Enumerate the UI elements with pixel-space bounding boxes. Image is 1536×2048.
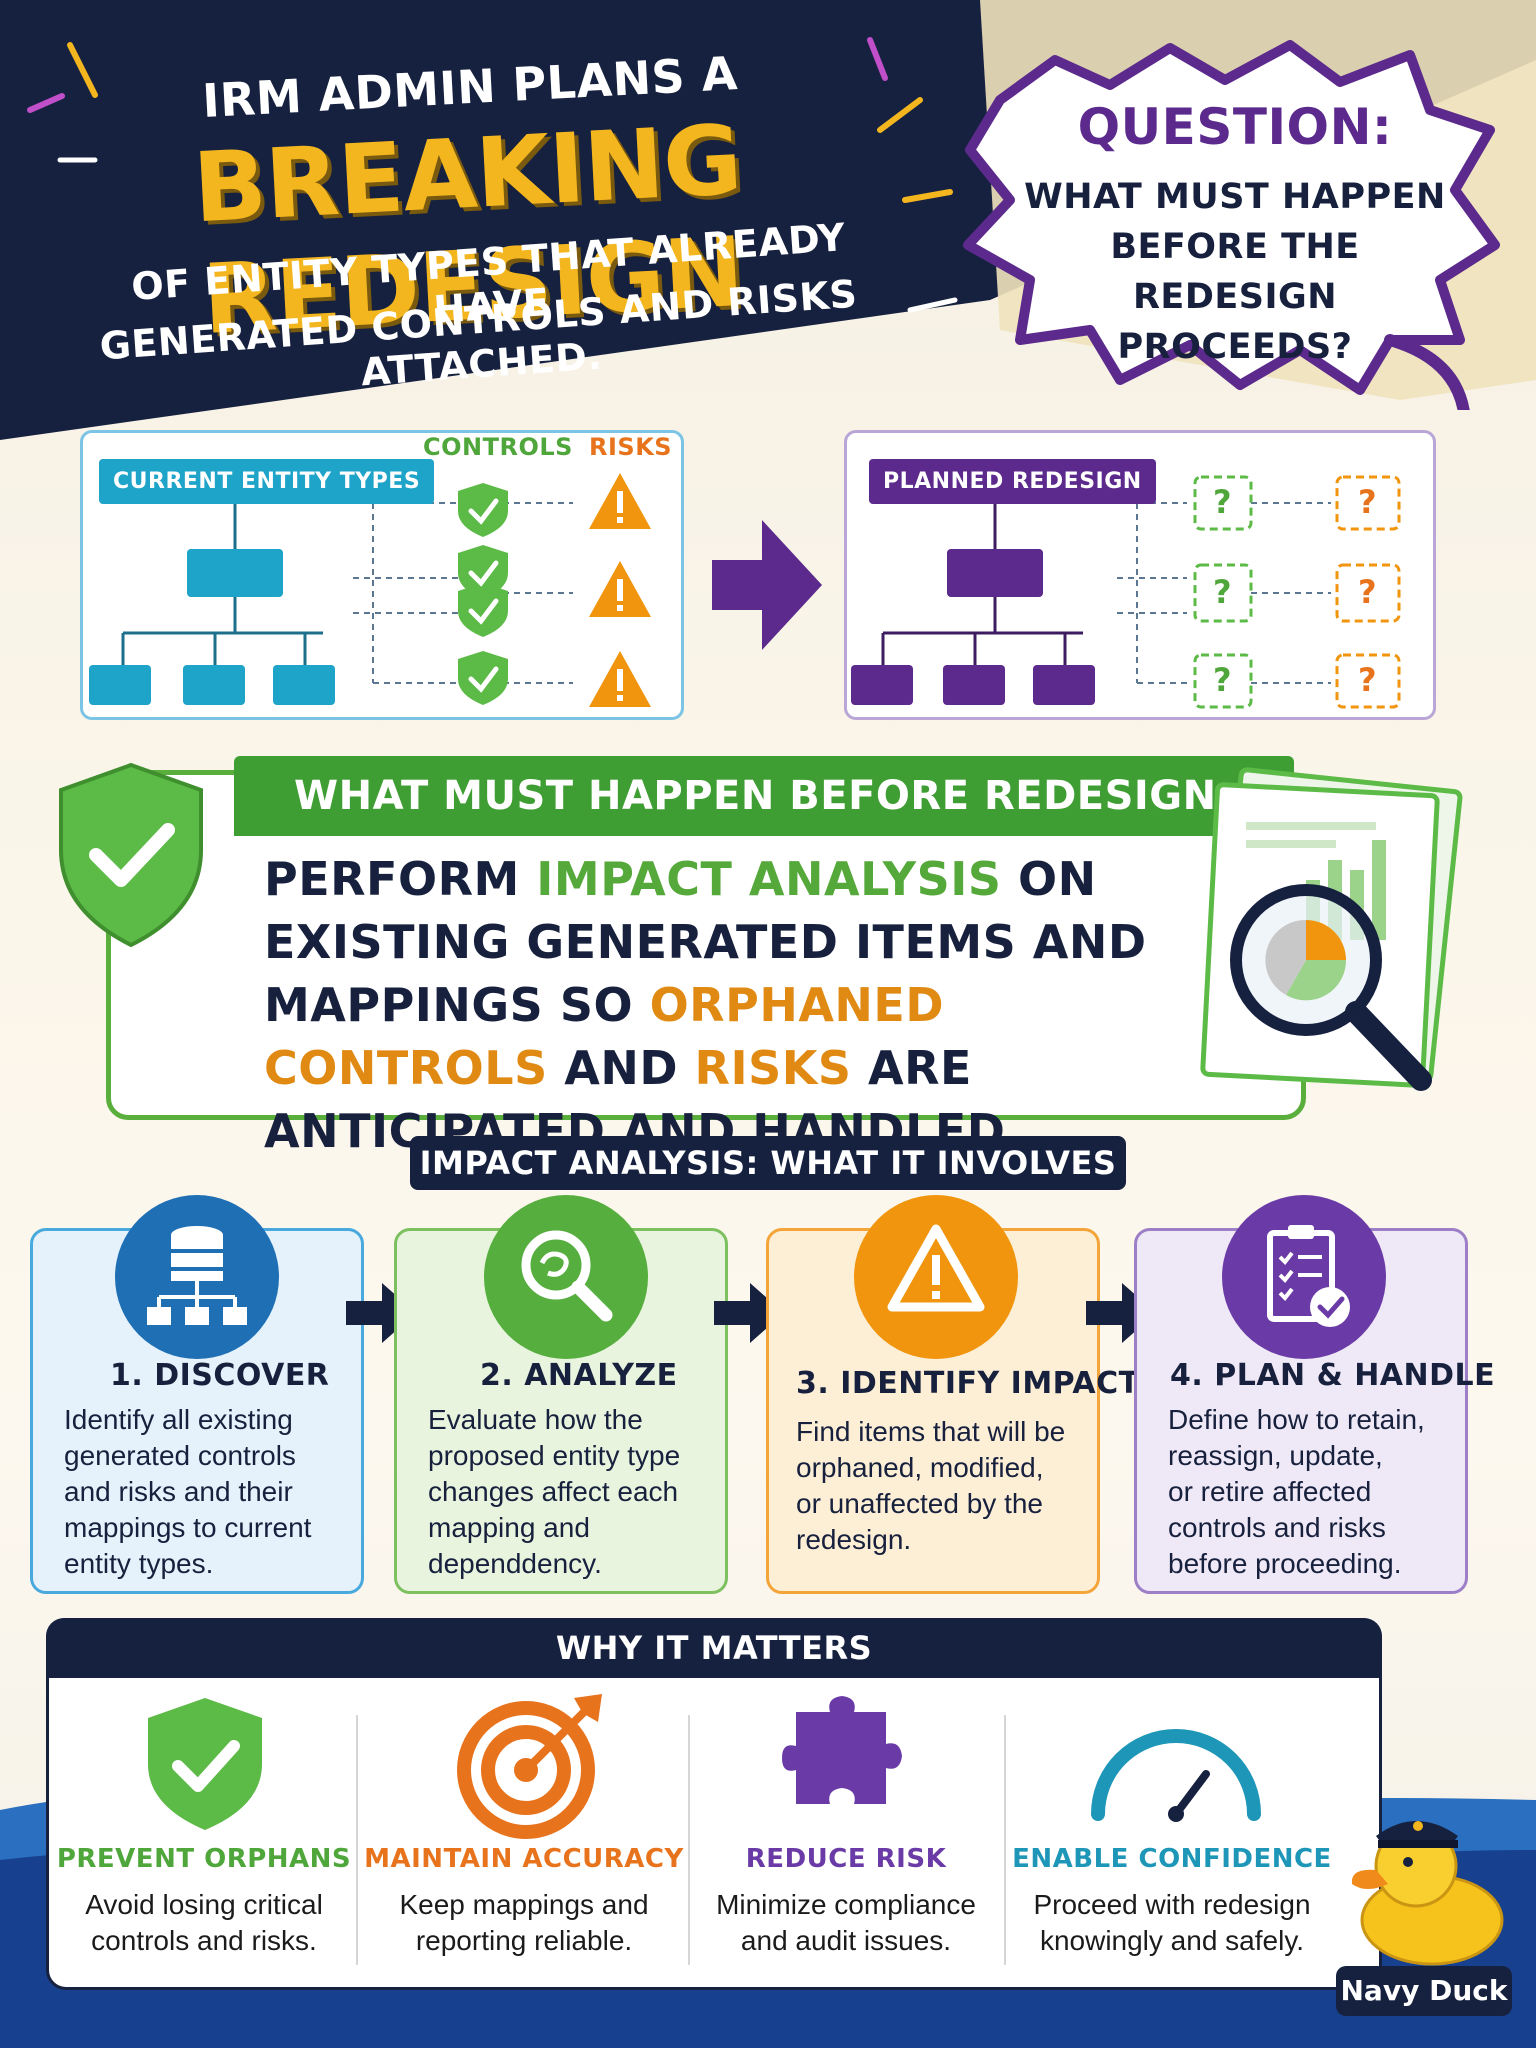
- step-icon-circle-1: [115, 1195, 279, 1359]
- step2-line: proposed entity type: [428, 1440, 681, 1471]
- redesign-arrow-icon: [712, 520, 822, 650]
- question-line-3: PROCEEDS?: [1117, 327, 1353, 367]
- unknown-control-1: ?: [1213, 483, 1233, 521]
- impact-analysis-header: IMPACT ANALYSIS: WHAT IT INVOLVES: [410, 1136, 1126, 1190]
- impact-analysis-highlight: IMPACT ANALYSIS: [536, 852, 1002, 906]
- planned-redesign-panel: PLANNED REDESIGN ? ? ? ? ? ?: [844, 430, 1436, 720]
- step-desc-3: Find items that will be orphaned, modifi…: [796, 1414, 1065, 1558]
- step3-line: redesign.: [796, 1524, 912, 1555]
- question-line-2: BEFORE THE REDESIGN: [1110, 227, 1360, 317]
- why-desc-2: Keep mappings and reporting reliable.: [364, 1887, 684, 1959]
- risks-highlight: RISKS: [694, 1041, 852, 1095]
- why-desc-4: Proceed with redesign knowingly and safe…: [1012, 1887, 1332, 1959]
- why3-line: and audit issues.: [740, 1925, 952, 1956]
- current-entity-panel: CURRENT ENTITY TYPES CONTROLS RISKS: [80, 430, 684, 720]
- why-divider: [356, 1715, 358, 1965]
- step4-line: or retire affected: [1168, 1476, 1372, 1507]
- step1-line: generated controls: [64, 1440, 296, 1471]
- must-body-5: AND: [547, 1041, 695, 1095]
- step2-line: Evaluate how the: [428, 1404, 643, 1435]
- controls-label: CONTROLS: [423, 433, 573, 461]
- question-line-1: WHAT MUST HAPPEN: [1024, 177, 1446, 217]
- step-title-3: 3. IDENTIFY IMPACT: [796, 1366, 1140, 1401]
- question-bubble: [963, 40, 1500, 410]
- step1-line: and risks and their: [64, 1476, 293, 1507]
- target-icon: [457, 1694, 602, 1839]
- step-icon-circle-3: [854, 1195, 1018, 1359]
- unknown-control-3: ?: [1213, 661, 1233, 699]
- planned-hierarchy-diagram: [851, 475, 1401, 709]
- why4-line: Proceed with redesign: [1033, 1889, 1311, 1920]
- why-it-matters-header: WHY IT MATTERS: [46, 1618, 1382, 1678]
- step-desc-2: Evaluate how the proposed entity type ch…: [428, 1402, 680, 1582]
- step-title-4: 4. PLAN & HANDLE: [1170, 1358, 1496, 1393]
- unknown-risk-2: ?: [1358, 573, 1378, 611]
- must-happen-header: WHAT MUST HAPPEN BEFORE REDESIGN:: [234, 756, 1294, 836]
- unknown-control-2: ?: [1213, 573, 1233, 611]
- why2-line: Keep mappings and: [399, 1889, 649, 1920]
- magnifier-icon: [521, 1230, 613, 1322]
- why1-line: Avoid losing critical: [85, 1889, 323, 1920]
- question-text: WHAT MUST HAPPEN BEFORE THE REDESIGN PRO…: [1010, 172, 1460, 372]
- step1-line: mappings to current: [64, 1512, 312, 1543]
- step-desc-4: Define how to retain, reassign, update, …: [1168, 1402, 1425, 1582]
- step4-line: Define how to retain,: [1168, 1404, 1425, 1435]
- step3-line: or unaffected by the: [796, 1488, 1043, 1519]
- must-body-3: ON EXISTING GENERATED ITEMS AND MAPPINGS…: [264, 852, 1147, 1032]
- why-title-4: ENABLE CONFIDENCE: [1012, 1844, 1332, 1874]
- question-title: QUESTION:: [1077, 98, 1393, 156]
- unknown-risk-1: ?: [1358, 483, 1378, 521]
- why4-line: knowingly and safely.: [1039, 1925, 1305, 1956]
- step3-line: orphaned, modified,: [796, 1452, 1044, 1483]
- gauge-icon: [1091, 1729, 1261, 1822]
- clipboard-check-icon: [1267, 1225, 1350, 1327]
- warning-icon: [887, 1224, 985, 1312]
- step1-line: entity types.: [64, 1548, 214, 1579]
- step1-line: Identify all existing: [64, 1404, 293, 1435]
- step2-line: changes affect each: [428, 1476, 679, 1507]
- why-title-3: REDUCE RISK: [745, 1844, 947, 1874]
- puzzle-icon: [782, 1696, 902, 1804]
- shield-check-icon: [148, 1698, 262, 1830]
- database-hierarchy-icon: [147, 1226, 247, 1325]
- why-desc-1: Avoid losing critical controls and risks…: [44, 1887, 364, 1959]
- step-title-2: 2. ANALYZE: [480, 1358, 678, 1393]
- why-desc-3: Minimize compliance and audit issues.: [686, 1887, 1006, 1959]
- why2-line: reporting reliable.: [415, 1925, 633, 1956]
- why-title-1: PREVENT ORPHANS: [56, 1844, 352, 1874]
- step-icon-circle-4: [1222, 1195, 1386, 1359]
- must-body-1: PERFORM: [264, 852, 537, 906]
- shield-check-icon: [59, 762, 203, 948]
- step-desc-1: Identify all existing generated controls…: [64, 1402, 311, 1582]
- step3-line: Find items that will be: [796, 1416, 1066, 1447]
- current-entity-label: CURRENT ENTITY TYPES: [99, 459, 435, 504]
- why-title-2: MAINTAIN ACCURACY: [364, 1844, 684, 1874]
- step4-line: reassign, update,: [1168, 1440, 1383, 1471]
- why1-line: controls and risks.: [91, 1925, 317, 1956]
- planned-redesign-label: PLANNED REDESIGN: [869, 459, 1156, 504]
- current-hierarchy-diagram: [89, 473, 651, 707]
- step2-line: dependdency.: [428, 1548, 602, 1579]
- navy-duck-mascot-icon: [1351, 1821, 1504, 1966]
- step4-line: controls and risks: [1168, 1512, 1386, 1543]
- risks-label: RISKS: [589, 433, 673, 461]
- why3-line: Minimize compliance: [716, 1889, 976, 1920]
- why-divider: [1004, 1715, 1006, 1965]
- brand-badge: Navy Duck: [1336, 1966, 1512, 2016]
- step4-line: before proceeding.: [1168, 1548, 1402, 1579]
- step2-line: mapping and: [428, 1512, 590, 1543]
- step-title-1: 1. DISCOVER: [110, 1358, 330, 1393]
- report-magnifier-icon: [1200, 767, 1463, 1091]
- must-happen-body: PERFORM IMPACT ANALYSIS ON EXISTING GENE…: [264, 848, 1214, 1163]
- why-divider: [688, 1715, 690, 1965]
- orphaned-controls-highlight: ORPHANED CONTROLS: [264, 978, 945, 1095]
- step-icon-circle-2: [484, 1195, 648, 1359]
- unknown-risk-3: ?: [1358, 661, 1378, 699]
